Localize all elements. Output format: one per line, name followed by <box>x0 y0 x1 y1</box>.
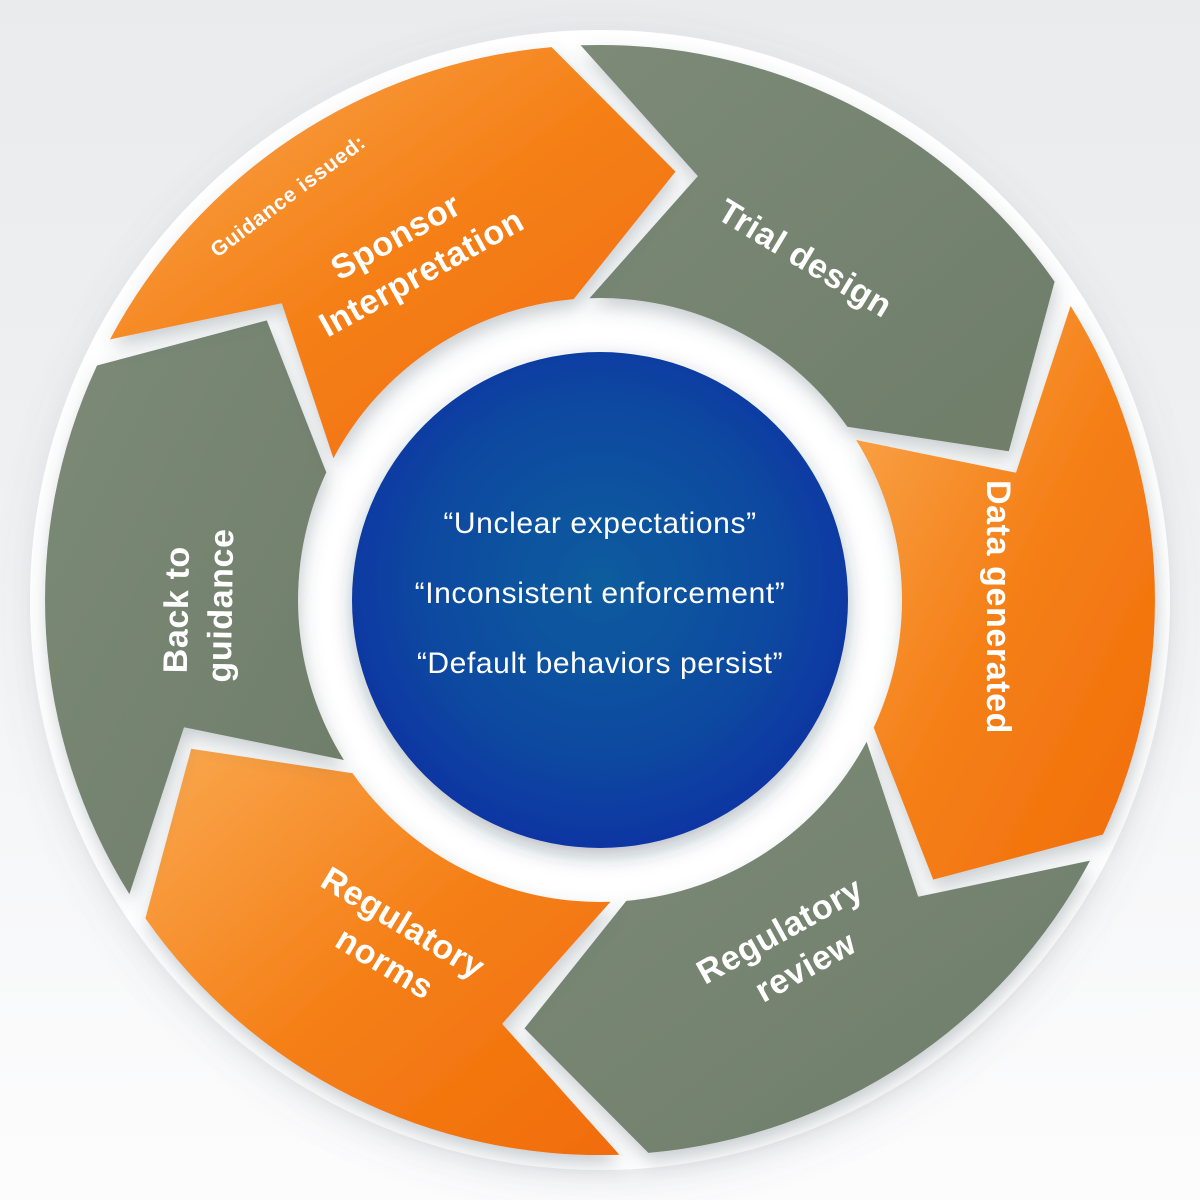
segment-data-generated <box>856 305 1155 880</box>
label-back-to-guidance: Back to guidance <box>157 527 242 682</box>
center-quote-2: “Inconsistent enforcement” <box>415 577 786 610</box>
segment-regulatory-norms <box>145 748 620 1156</box>
segment-sponsor-interpretation <box>110 47 676 459</box>
center-quote-1: “Unclear expectations” <box>443 507 756 540</box>
segment-back-to-guidance <box>45 320 344 895</box>
segment-trial-design <box>580 44 1055 452</box>
center-circle <box>352 352 848 848</box>
label-data-generated: Data generated <box>979 480 1017 734</box>
center-quote-3: “Default behaviors persist” <box>417 647 783 680</box>
segment-regulatory-review <box>524 741 1090 1153</box>
